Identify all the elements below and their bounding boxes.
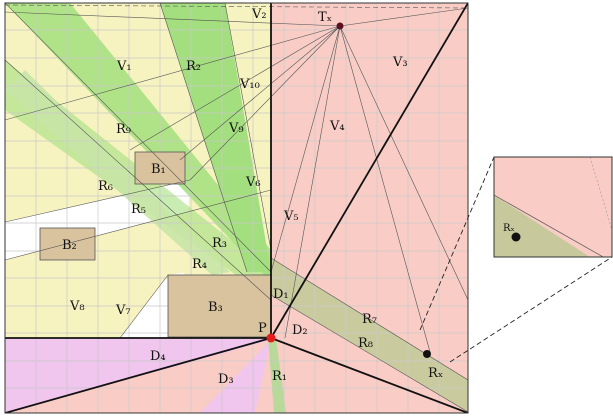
receiver-point bbox=[423, 350, 431, 358]
inset-ray-1 bbox=[494, 194, 604, 257]
inset-receiver-point bbox=[511, 232, 521, 242]
label-v3: V₃ bbox=[392, 55, 408, 70]
map-area: V₁ V₂ V₃ V₄ V₅ V₆ V₇ V₈ V₉ V₁₀ R₁ R₂ R₃ … bbox=[5, 3, 468, 413]
label-v7: V₇ bbox=[115, 303, 131, 318]
label-r2: R₂ bbox=[186, 59, 201, 74]
building-b3 bbox=[167, 274, 272, 338]
inset-beam bbox=[494, 195, 590, 257]
building-b2 bbox=[39, 227, 96, 261]
reference-point-p bbox=[266, 333, 276, 343]
building-b1 bbox=[134, 151, 186, 185]
green-beam-r7 bbox=[271, 258, 468, 412]
inset-ray-2 bbox=[589, 157, 612, 231]
label-v9: V₉ bbox=[228, 121, 244, 136]
label-r1: R₁ bbox=[272, 369, 287, 384]
zoom-inset: Rₓ bbox=[494, 157, 612, 257]
thick-boundaries bbox=[5, 3, 468, 413]
label-v10: V₁₀ bbox=[239, 77, 260, 92]
transmitter-point bbox=[336, 22, 344, 30]
label-rx: Rₓ bbox=[428, 366, 443, 381]
label-d1: D₁ bbox=[273, 287, 289, 302]
zoom-connectors bbox=[419, 156, 613, 363]
label-b2: B₂ bbox=[62, 238, 77, 253]
map-border bbox=[4, 2, 469, 414]
green-beam-r5 bbox=[5, 70, 230, 275]
label-r3: R₃ bbox=[212, 236, 227, 251]
label-tx: Tₓ bbox=[318, 10, 332, 25]
label-d2: D₂ bbox=[292, 323, 308, 338]
transmitter-rays bbox=[5, 3, 468, 413]
label-r4: R₄ bbox=[192, 257, 207, 272]
label-r9: R₉ bbox=[116, 122, 131, 137]
label-b3: B₃ bbox=[208, 300, 223, 315]
inset-border bbox=[493, 156, 613, 258]
grid-lines bbox=[5, 3, 468, 413]
label-b1: B₁ bbox=[151, 162, 166, 177]
label-v1: V₁ bbox=[116, 59, 132, 74]
label-r8: R₈ bbox=[358, 336, 373, 351]
label-v8: V₈ bbox=[69, 299, 85, 314]
label-p: P bbox=[258, 321, 267, 336]
label-v4: V₄ bbox=[329, 119, 345, 134]
green-beam-r1 bbox=[268, 338, 286, 413]
label-d4: D₄ bbox=[150, 349, 166, 364]
inset-label-rx: Rₓ bbox=[503, 223, 515, 234]
label-r5: R₅ bbox=[131, 202, 146, 217]
label-v5: V₅ bbox=[283, 209, 299, 224]
green-beam-r2 bbox=[160, 3, 271, 272]
green-beam-r9 bbox=[5, 3, 271, 282]
label-d3: D₃ bbox=[218, 372, 234, 387]
label-r6: R₆ bbox=[98, 179, 113, 194]
label-v2: V₂ bbox=[251, 7, 267, 22]
label-r7: R₇ bbox=[362, 312, 377, 327]
label-v6: V₆ bbox=[245, 175, 261, 190]
